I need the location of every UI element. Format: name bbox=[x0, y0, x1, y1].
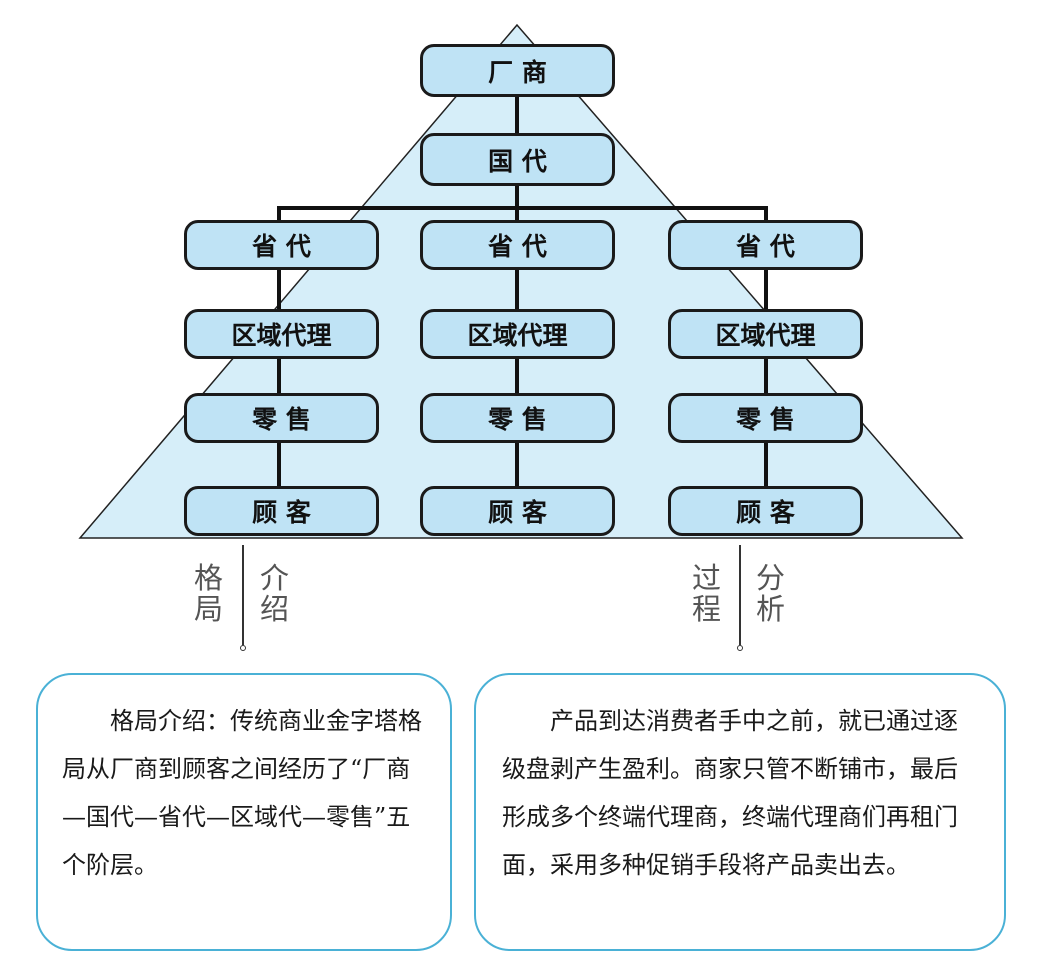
label-structure-col1-text: 格局 bbox=[194, 561, 224, 626]
panel-structure-intro-text: 格局介绍：传统商业金字塔格局从厂商到顾客之间经历了“厂商—国代—省代—区域代—零… bbox=[62, 707, 422, 879]
node-customer: 顾 客 bbox=[668, 486, 863, 536]
node-retail: 零 售 bbox=[184, 393, 379, 443]
node-customer: 顾 客 bbox=[420, 486, 615, 536]
node-province-agent-label: 省 代 bbox=[488, 232, 547, 261]
label-divider-right-dot bbox=[737, 645, 743, 651]
node-regional-agent: 区域代理 bbox=[668, 309, 863, 359]
node-regional-agent: 区域代理 bbox=[184, 309, 379, 359]
label-process-col1-text: 过程 bbox=[692, 561, 722, 626]
node-manufacturer-label: 厂 商 bbox=[488, 57, 547, 87]
node-retail: 零 售 bbox=[420, 393, 615, 443]
node-customer: 顾 客 bbox=[184, 486, 379, 536]
node-retail-label: 零 售 bbox=[736, 405, 795, 434]
label-process-col2: 分析 bbox=[756, 563, 786, 625]
label-structure-col1: 格局 bbox=[194, 563, 224, 625]
pyramid-triangle bbox=[78, 23, 964, 539]
node-province-agent-label: 省 代 bbox=[736, 232, 795, 261]
node-regional-agent-label: 区域代理 bbox=[231, 321, 332, 350]
node-customer-label: 顾 客 bbox=[252, 498, 311, 527]
node-retail: 零 售 bbox=[668, 393, 863, 443]
node-regional-agent: 区域代理 bbox=[420, 309, 615, 359]
panel-structure-intro: 格局介绍：传统商业金字塔格局从厂商到顾客之间经历了“厂商—国代—省代—区域代—零… bbox=[36, 673, 452, 951]
label-process-col1: 过程 bbox=[692, 563, 722, 625]
label-structure-col2: 介绍 bbox=[260, 563, 290, 625]
label-divider-right bbox=[739, 545, 741, 645]
panel-process-analysis: 产品到达消费者手中之前，就已通过逐级盘剥产生盈利。商家只管不断铺市，最后形成多个… bbox=[474, 673, 1006, 951]
label-divider-left-dot bbox=[240, 645, 246, 651]
node-province-agent-label: 省 代 bbox=[252, 232, 311, 261]
label-divider-left bbox=[242, 545, 244, 645]
node-retail-label: 零 售 bbox=[488, 405, 547, 434]
node-regional-agent-label: 区域代理 bbox=[715, 321, 816, 350]
label-process-col2-text: 分析 bbox=[756, 561, 786, 626]
node-manufacturer: 厂 商 bbox=[420, 44, 615, 97]
node-province-agent: 省 代 bbox=[668, 220, 863, 270]
node-customer-label: 顾 客 bbox=[488, 498, 547, 527]
node-retail-label: 零 售 bbox=[252, 405, 311, 434]
node-regional-agent-label: 区域代理 bbox=[467, 321, 568, 350]
node-province-agent: 省 代 bbox=[420, 220, 615, 270]
node-customer-label: 顾 客 bbox=[736, 498, 795, 527]
node-province-agent: 省 代 bbox=[184, 220, 379, 270]
label-structure-col2-text: 介绍 bbox=[260, 561, 290, 626]
panel-process-analysis-text: 产品到达消费者手中之前，就已通过逐级盘剥产生盈利。商家只管不断铺市，最后形成多个… bbox=[502, 707, 958, 879]
node-national-agent-label: 国 代 bbox=[488, 146, 547, 176]
node-national-agent: 国 代 bbox=[420, 133, 615, 186]
